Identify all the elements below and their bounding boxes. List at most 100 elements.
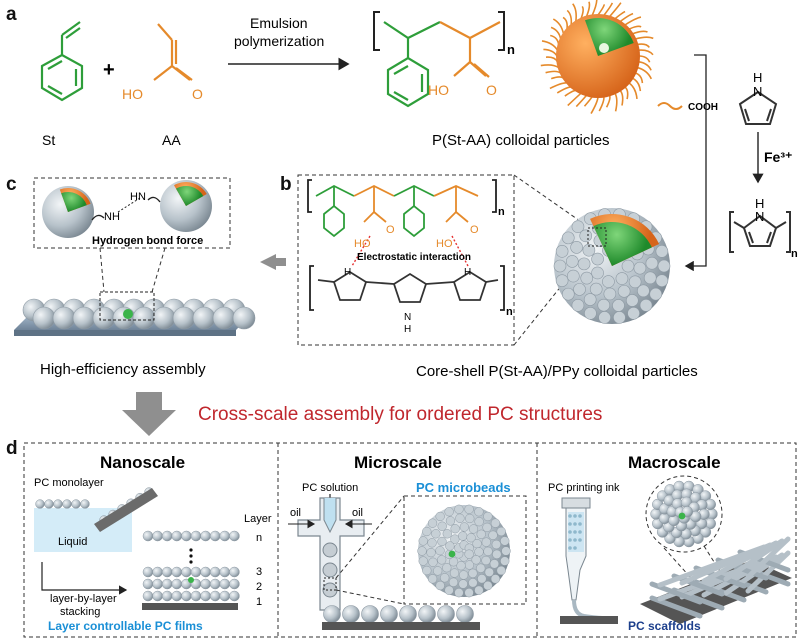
ppy-sub-n: n (791, 248, 798, 260)
arrow-label-polymerization: polymerization (234, 33, 324, 49)
transfer-substrate (94, 488, 158, 532)
plus-sign: + (103, 59, 115, 81)
core-shell-caption: Core-shell P(St-AA)/PPy colloidal partic… (416, 363, 698, 380)
cooh-label: COOH (688, 102, 718, 113)
scaffold-highlight (678, 512, 686, 520)
ink-particles (568, 514, 582, 550)
ppy-h: H (755, 196, 764, 211)
scaffolds-caption: PC scaffolds (628, 619, 701, 633)
b-h-mid: H (404, 324, 411, 335)
ppy-n: N (755, 209, 764, 224)
c-substrate-edge (14, 330, 236, 336)
oil-label-right: oil (352, 507, 363, 519)
acrylic-acid-structure (153, 23, 193, 81)
panel-b-letter: b (280, 174, 292, 195)
b-n-mid: N (404, 312, 411, 323)
stacking-label-2: stacking (60, 606, 100, 618)
fe-label: Fe³⁺ (764, 149, 792, 165)
panel-c-letter: c (6, 174, 17, 195)
droplet-zoom-box (323, 577, 337, 591)
microbead (417, 504, 511, 598)
core-shell-particle (553, 208, 671, 324)
panel-b-box (297, 174, 515, 346)
layer-2: 2 (256, 581, 262, 593)
panel-b-chain (307, 179, 505, 311)
aa-ho-label: HO (122, 86, 143, 102)
cooh-legend-line (657, 102, 683, 110)
copolymer-ho: HO (428, 82, 449, 98)
arrow-label-emulsion: Emulsion (250, 15, 308, 31)
polypyrrole-structure (729, 211, 791, 253)
printing-ink-label: PC printing ink (548, 482, 620, 494)
c-sphere-layer (22, 298, 256, 330)
layer-n: n (256, 532, 262, 544)
pyrrole-h: H (753, 70, 762, 85)
panel-a-letter: a (6, 4, 17, 25)
stacking-label-1: layer-by-layer (50, 593, 117, 605)
connector-arrow (684, 54, 707, 272)
scaffold-rods (649, 536, 791, 619)
b-o-2: O (470, 224, 479, 236)
hn-label: HN (130, 191, 146, 203)
print-substrate (560, 616, 618, 624)
copolymer-o: O (486, 82, 497, 98)
inset-particle-left (42, 186, 94, 238)
b-to-c-arrow (260, 254, 276, 270)
styrene-structure (40, 21, 84, 102)
ink-filament (572, 599, 605, 620)
assembly-caption: High-efficiency assembly (40, 361, 206, 378)
liquid-label: Liquid (58, 536, 87, 548)
inset-particle-right (160, 180, 212, 232)
stack-substrate (142, 603, 238, 610)
microbead-row (323, 605, 474, 623)
aa-o-label: O (192, 86, 203, 102)
nanoscale-title: Nanoscale (100, 453, 185, 472)
pstaa-particle (540, 0, 654, 114)
hbond-label: Hydrogen bond force (92, 235, 203, 247)
scaffold-cluster (650, 480, 718, 548)
inner-nozzle (323, 498, 337, 534)
oil-label-left: oil (290, 507, 301, 519)
c-highlight-particle (123, 309, 133, 319)
microbeads-caption: PC microbeads (416, 480, 511, 495)
films-caption: Layer controllable PC films (48, 619, 203, 633)
hn-chain (147, 196, 161, 203)
layer-1: 1 (256, 596, 262, 608)
stack-highlight (188, 577, 194, 583)
aa-label: AA (162, 132, 181, 148)
b-h-2: H (464, 267, 471, 278)
b-ho-1: HO (354, 238, 371, 250)
panel-d-box (23, 442, 797, 638)
b-o-1: O (386, 224, 395, 236)
c-zoom-line-right (151, 247, 166, 293)
c-selection-box (99, 291, 155, 321)
cross-scale-heading: Cross-scale assembly for ordered PC stru… (198, 404, 602, 425)
st-label: St (42, 132, 55, 148)
b-ho-2: HO (436, 238, 453, 250)
zoom-line-top (513, 174, 591, 229)
microbead-zoom-box (403, 495, 527, 605)
nh-chain (91, 214, 105, 221)
c-to-d-arrow (122, 392, 176, 436)
stacked-layers (142, 530, 240, 602)
microscale-title: Microscale (354, 453, 442, 472)
b-ppy-n: n (506, 306, 513, 318)
stacking-arrow (41, 562, 128, 595)
pstaa-caption: P(St-AA) colloidal particles (432, 132, 610, 149)
c-zoom-line-left (99, 247, 105, 293)
panel-d-letter: d (6, 438, 18, 459)
b-interaction-label: Electrostatic interaction (357, 252, 471, 263)
layer-3: 3 (256, 566, 262, 578)
microbead-substrate (322, 622, 480, 630)
h-bond-dots (117, 197, 141, 213)
pc-solution-label: PC solution (302, 482, 358, 494)
pyrrole-n: N (753, 84, 762, 99)
nh-label: NH (104, 211, 120, 223)
b-chain-n: n (498, 206, 505, 218)
b-h-1: H (344, 267, 351, 278)
layer-label: Layer (244, 513, 272, 525)
b-to-c-arrow-tail (276, 258, 286, 266)
copolymer-structure (373, 11, 505, 108)
copolymer-n: n (507, 42, 515, 57)
